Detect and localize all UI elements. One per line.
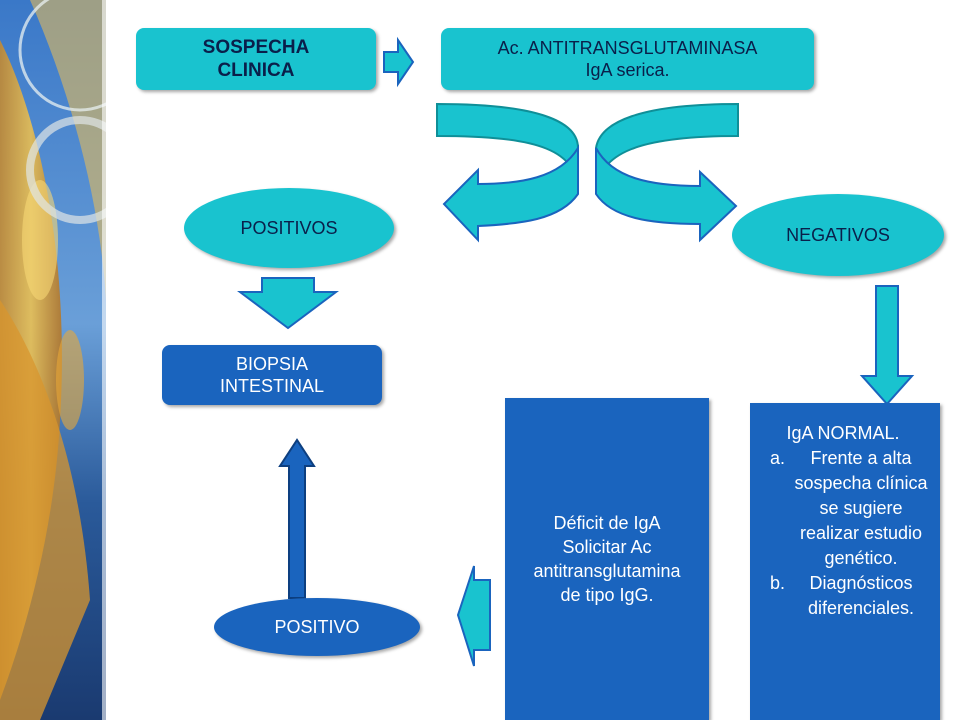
arrow-down-icon xyxy=(859,285,915,406)
antitransglutaminasa-box: Ac. ANTITRANSGLUTAMINASA IgA serica. xyxy=(441,28,814,90)
sospecha-clinica-box: SOSPECHA CLINICA xyxy=(136,28,376,90)
arrow-up-icon xyxy=(278,438,316,599)
iga-item-b: Diagnósticos diferenciales. xyxy=(790,571,932,621)
biopsia-line2: INTESTINAL xyxy=(219,376,325,396)
iga-normal-box: IgA NORMAL. Frente a alta sospecha clíni… xyxy=(750,403,940,720)
antitrans-line1: Ac. ANTITRANSGLUTAMINASA xyxy=(497,38,758,58)
biopsia-line1: BIOPSIA xyxy=(235,354,309,374)
deficit-line2: Solicitar Ac xyxy=(562,537,652,557)
negativos-oval: NEGATIVOS xyxy=(732,194,944,276)
positivo-oval: POSITIVO xyxy=(214,598,420,656)
iga-item-a: Frente a alta sospecha clínica se sugier… xyxy=(790,446,932,571)
curved-arrow-right-icon xyxy=(595,102,739,243)
deficit-iga-box: Déficit de IgA Solicitar Ac antitransglu… xyxy=(505,398,709,720)
curved-arrow-left-icon xyxy=(436,102,579,243)
deficit-line4: de tipo IgG. xyxy=(560,585,654,605)
deficit-line1: Déficit de IgA xyxy=(553,513,661,533)
arrow-right-icon xyxy=(383,36,415,88)
wheat-photo xyxy=(0,0,106,720)
antitrans-line2: IgA serica. xyxy=(585,60,670,80)
biopsia-intestinal-box: BIOPSIA INTESTINAL xyxy=(162,345,382,405)
arrow-left-icon xyxy=(456,565,491,667)
positivos-oval: POSITIVOS xyxy=(184,188,394,268)
iga-normal-title: IgA NORMAL. xyxy=(786,423,900,443)
wheat-background-image xyxy=(0,0,106,720)
arrow-down-icon xyxy=(237,277,339,330)
iga-normal-list: Frente a alta sospecha clínica se sugier… xyxy=(754,446,932,621)
deficit-line3: antitransglutamina xyxy=(533,561,681,581)
